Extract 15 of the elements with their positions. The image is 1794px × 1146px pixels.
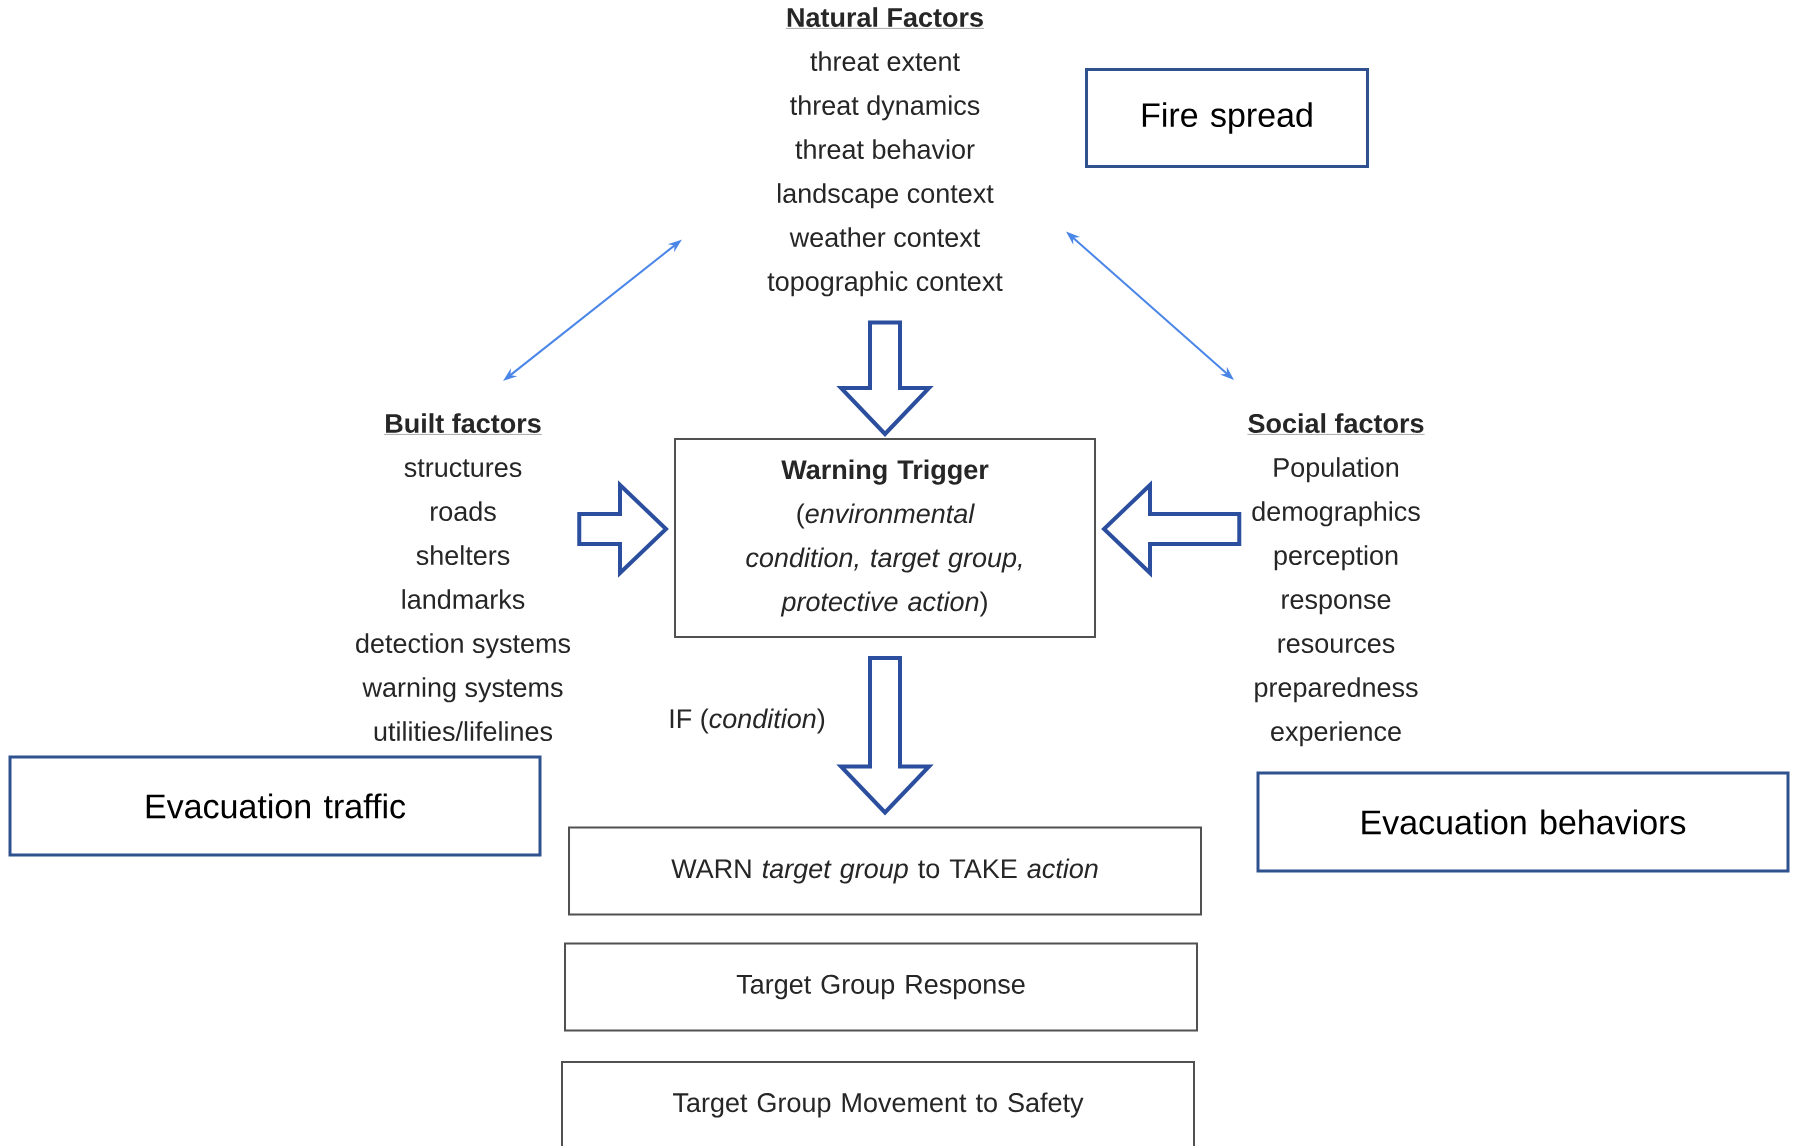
block-arrow: [836, 320, 934, 437]
process-box: Target Group Movement to Safety: [561, 1061, 1195, 1146]
warning-trigger-box: Warning Trigger (environmental condition, target group, protective action): [674, 438, 1096, 638]
label-box: Evacuation traffic: [8, 755, 542, 857]
process-box: WARN target group to TAKE action: [568, 826, 1202, 916]
block-arrow: [577, 480, 669, 578]
factor-list: Built factors structures roads shelters landmarks detection systems warning systems utilities/lifelines: [356, 413, 571, 741]
label-box: Evacuation behaviors: [1256, 771, 1790, 873]
factor-list: Natural Factors threat extent threat dynamics threat behavior landscape context weather context topographic context: [767, 7, 1003, 297]
block-arrow: [836, 656, 934, 816]
label-box: Fire spread: [1085, 68, 1369, 168]
factor-list: Social factors Population demographics perception response resources preparedness experience: [1247, 413, 1425, 747]
block-arrow: [1101, 480, 1242, 578]
edge-label: IF (condition): [666, 706, 828, 736]
process-box: Target Group Response: [564, 942, 1198, 1032]
